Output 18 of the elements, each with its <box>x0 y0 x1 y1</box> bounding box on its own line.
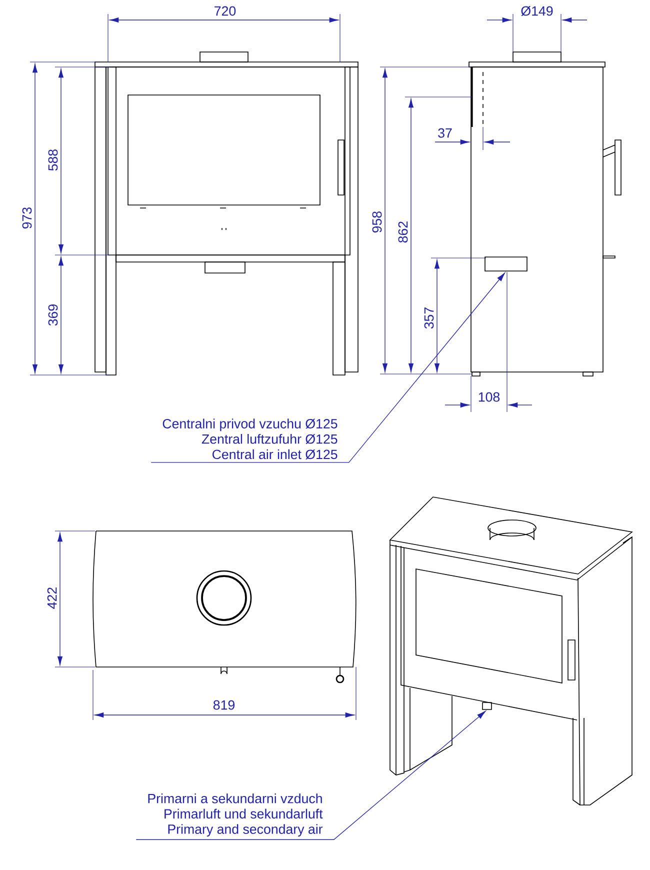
air-inlet <box>482 702 492 710</box>
dimension-label: 862 <box>398 222 408 243</box>
leader-line <box>150 272 506 463</box>
dimension-label: 958 <box>372 211 382 232</box>
air-inlet <box>484 256 528 272</box>
leader-text: Primarni a sekundarni vzduch Primarluft und sekundarluft Primary and secondary air <box>148 793 323 837</box>
dimension-label: Ø149 <box>521 6 553 16</box>
dimension-label: 422 <box>47 588 57 609</box>
leader-text: Centralni privod vzuchu Ø125 Zentral luftzufuhr Ø125 Central air inlet Ø125 <box>162 418 338 460</box>
dimension-label: 369 <box>48 304 58 326</box>
dimension-label: 720 <box>214 6 236 16</box>
dimension-label: 37 <box>438 128 452 138</box>
dimension-label: 357 <box>424 308 434 329</box>
dimension-label: 108 <box>478 392 500 402</box>
dimension-label: 973 <box>22 207 32 228</box>
dimension-label: 819 <box>213 700 234 710</box>
leader-line <box>136 710 486 840</box>
dimension-label: 588 <box>48 149 58 171</box>
